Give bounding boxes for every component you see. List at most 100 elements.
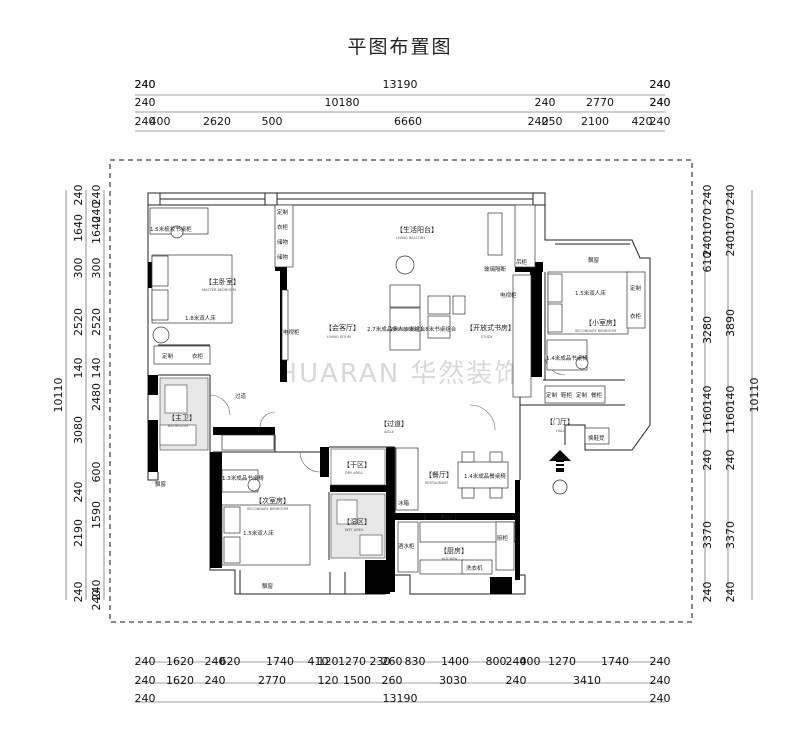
living-study-furniture (389, 274, 532, 398)
dim-bottom-0-8: 230 (370, 655, 391, 668)
room-master-bath: 【主卫】 (168, 413, 196, 422)
label-master-wardrobe-a: 定制 (162, 352, 174, 360)
label-sliding-door: 推拉门 (440, 513, 457, 521)
dim-bottom-1-7: 3030 (439, 674, 467, 687)
dim-right-0-7: 240 (701, 450, 714, 471)
page-title: 平图布置图 (347, 36, 453, 58)
dim-bottom-0-13: 240 (506, 655, 527, 668)
dim-bottom-1-9: 3410 (573, 674, 601, 687)
label-small-wardrobe-a: 定制 (630, 284, 642, 292)
room-small-bedroom-en: SECONDARY BEDROOM (575, 329, 616, 333)
dim-top-4-3: 500 (262, 115, 283, 128)
label-kitchen-cabinet: 厨柜 (497, 534, 509, 542)
dim-left-1-3: 2520 (72, 308, 85, 336)
room-study-en: STUDY (481, 335, 493, 339)
dim-top-4-6: 250 (542, 115, 563, 128)
room-hall: 【门厅】 (546, 417, 574, 426)
dim-bottom-0-10: 830 (405, 655, 426, 668)
dim-left-0-9: 240 (90, 580, 103, 601)
dim-right-0-3: 610 (701, 252, 714, 273)
dim-bottom-0-4: 1740 (266, 655, 294, 668)
dim-top-2-1: 240 (535, 96, 556, 109)
label-balcony-cab-1: 衣柜 (277, 223, 289, 231)
dim-left-2-0: 10110 (52, 378, 65, 413)
dim-top-4-5: 240 (528, 115, 549, 128)
dim-right-2-0: 10110 (748, 378, 761, 413)
room-master-bath-en: BATHROOM (168, 424, 188, 428)
dim-bottom-0-11: 1400 (441, 655, 469, 668)
dim-bottom-0-14: 400 (520, 655, 541, 668)
room-master-bedroom: 【主卧室】 (205, 277, 240, 286)
label-small-desk: 1.4米成品书桌椅 (546, 354, 588, 362)
dim-bottom-1-8: 240 (506, 674, 527, 687)
dim-right-0-9: 240 (701, 582, 714, 603)
dim-right-0-5: 140 (701, 386, 714, 407)
label-bay-window-master: 飘窗 (155, 480, 167, 488)
dim-bottom-0-5: 410 (308, 655, 329, 668)
dim-right-1-5: 1160 (724, 406, 737, 434)
dim-right-0-8: 3370 (701, 521, 714, 549)
dim-left-0-4: 2520 (90, 308, 103, 336)
dim-left-1-4: 140 (72, 358, 85, 379)
dim-top-4-9: 240 (650, 115, 671, 128)
room-dry-area-en: DRY AREA (345, 471, 363, 475)
label-small-wardrobe-b: 衣柜 (630, 312, 642, 320)
dim-top-4-4: 6660 (394, 115, 422, 128)
label-fridge: 冰箱 (398, 499, 410, 507)
room-living-balcony-en: LIVING BALCONY (396, 236, 426, 240)
dim-top-3-0: 10180 (325, 96, 360, 109)
dim-bottom-2-1: 13190 (383, 692, 418, 705)
room-kitchen: 【厨房】 (440, 546, 468, 555)
label-small-bed: 1.5米双人床 (575, 289, 606, 297)
dim-right-0-1: 1070 (701, 208, 714, 236)
dim-top-0-1: 240 (650, 78, 671, 91)
entrance-arrow-icon (549, 450, 571, 495)
room-living-balcony: 【生活阳台】 (396, 225, 438, 234)
dim-left-0-2: 1640 (90, 216, 103, 244)
dim-left-1-7: 2190 (72, 519, 85, 547)
dim-bottom-1-4: 120 (318, 674, 339, 687)
dim-top-0-0: 240 (135, 78, 156, 91)
dim-bottom-1-5: 1500 (343, 674, 371, 687)
dim-bottom-0-7: 1270 (338, 655, 366, 668)
dim-right-1-8: 240 (724, 582, 737, 603)
dim-top-4-8: 420 (632, 115, 653, 128)
dim-bottom-1-3: 2770 (258, 674, 286, 687)
label-wine-cabinet: 酒水柜 (398, 542, 415, 550)
label-hall-cab-3: 餐柜 (591, 391, 603, 399)
dim-right-1-6: 240 (724, 450, 737, 471)
dim-bottom-0-16: 1740 (601, 655, 629, 668)
dim-right-0-0: 240 (701, 185, 714, 206)
room-aisle-en: AISLE (384, 430, 394, 434)
watermark: HUARAN 华然装饰 (278, 359, 523, 389)
master-bedroom-furniture (149, 204, 294, 365)
label-dining-table: 1.4米成品餐桌椅 (464, 472, 506, 480)
label-sofa: 2.7米成品多人沙发组合 (367, 325, 426, 333)
label-master-tv: 电视柜 (283, 328, 300, 336)
second-bedroom-furniture (221, 434, 311, 566)
outer-walls (147, 192, 651, 595)
furniture-labels: 1.5米梳妆书桌柜 1.8米双人床 电视柜 定制 衣柜 定制 衣柜 储物 储物 … (150, 208, 642, 590)
dim-left-1-2: 300 (72, 258, 85, 279)
room-restaurant: 【餐厅】 (425, 470, 453, 479)
dim-bottom-2-2: 240 (650, 692, 671, 705)
room-dry-area: 【干区】 (343, 461, 371, 469)
dim-left-0-5: 140 (90, 358, 103, 379)
dim-bottom-1-10: 240 (650, 674, 671, 687)
dim-left-1-5: 3080 (72, 416, 85, 444)
site-boundary (109, 159, 693, 623)
label-partition: 玻璃隔断 (484, 265, 507, 273)
dim-right-1-7: 3370 (724, 521, 737, 549)
dim-left-0-8: 1590 (90, 501, 103, 529)
room-study: 【开放式书房】 (466, 323, 515, 332)
dim-top-2-2: 240 (650, 96, 671, 109)
room-living-room: 【会客厅】 (325, 323, 360, 332)
dim-bottom-2-0: 240 (135, 692, 156, 705)
dim-left-0-1: 240 (90, 202, 103, 223)
label-master-desk: 1.5米梳妆书桌柜 (150, 225, 192, 233)
dim-top-4-2: 2620 (203, 115, 231, 128)
dim-top-4-0: 240 (135, 115, 156, 128)
label-bay-window-second: 飘窗 (262, 582, 274, 590)
dim-top-3-1: 2770 (586, 96, 614, 109)
